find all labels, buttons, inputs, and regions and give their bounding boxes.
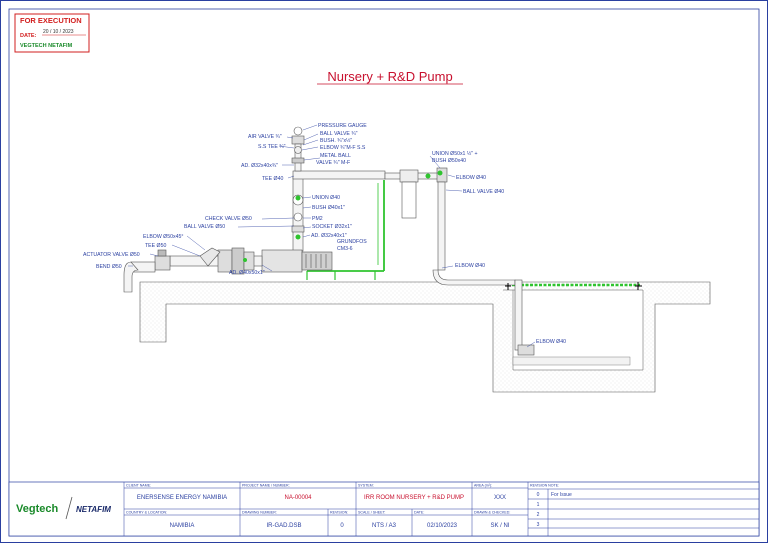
component-labels: PRESSURE GAUGE AIR VALVE ¾" BALL VALVE ¾… (83, 123, 566, 345)
area-label: AREA (m²): (474, 484, 492, 488)
label-elbow-mf: ELBOW ¾"M-F S.S (320, 145, 366, 151)
drawing-title: Nursery + R&D Pump (327, 69, 452, 84)
date-value: 02/10/2023 (427, 523, 458, 529)
label-check-valve: CHECK VALVE Ø50 (205, 216, 252, 222)
date-label: DATE: (414, 511, 424, 515)
stamp-date-label: DATE: (20, 33, 37, 39)
revision-no-3: 3 (537, 522, 540, 528)
execution-stamp: FOR EXECUTION DATE: 20 / 10 / 2023 VEGTE… (14, 13, 90, 53)
top-header-pipe (292, 170, 386, 180)
logo-divider (65, 496, 73, 520)
label-bend: BEND Ø50 (96, 264, 122, 270)
inner-border (8, 8, 760, 537)
revision-note-label: REVISION NOTE: (530, 484, 559, 488)
label-valve-mf: VALVE ¾" M-F (316, 160, 350, 166)
revision-label: REVISION: (330, 511, 348, 515)
label-elbow-40-top: ELBOW Ø40 (456, 175, 486, 181)
label-grundfos: GRUNDFOS (337, 239, 367, 245)
label-elbow-40-low: ELBOW Ø40 (536, 339, 566, 345)
label-ball-valve-small: BALL VALVE ¾" (320, 131, 358, 137)
label-pressure-gauge: PRESSURE GAUGE (318, 123, 367, 129)
label-ad-32: AD. Ø32x40x¾" (241, 163, 278, 169)
label-bush-40: BUSH Ø40x1" (312, 205, 345, 211)
stamp-company: VEGTECH NETAFIM (20, 43, 73, 49)
client-name: ENERSENSE ENERGY NAMIBIA (137, 495, 227, 501)
trench (503, 289, 644, 371)
pipework (123, 126, 535, 356)
label-tee-40: TEE Ø40 (262, 176, 283, 182)
logo-netafim: NETAFIM (76, 505, 111, 514)
scale-label: SCALE / SHEET: (358, 511, 386, 515)
green-fittings (243, 170, 443, 262)
label-elbow-50-45: ELBOW Ø50x45° (143, 234, 183, 240)
label-union-40: UNION Ø40 (312, 195, 340, 201)
filter-body (401, 181, 417, 219)
revision-no-1: 1 (537, 502, 540, 508)
label-ball-valve-50: BALL VALVE Ø50 (184, 224, 225, 230)
revision-no-0: 0 (537, 492, 540, 498)
down-pipe (437, 181, 446, 271)
trench-floor (512, 356, 631, 366)
endcaps (505, 282, 642, 290)
label-pm2: PM2 (312, 216, 323, 222)
pump-motor (301, 251, 333, 271)
label-ss-tee: S.S TEE ¾" (258, 144, 286, 150)
drawing-number: IR-GAD.DSB (266, 523, 301, 529)
project-number: NA-00004 (284, 495, 312, 501)
label-union-50: UNION Ø50x1 ½" + (432, 150, 478, 157)
revision-no-2: 2 (537, 512, 540, 518)
drawn-label: DRAWN & CHECKED: (474, 511, 510, 515)
drawing-number-label: DRAWING NUMBER: (242, 511, 277, 515)
drawn-value: SK / NI (490, 523, 509, 529)
system-value: IRR ROOM NURSERY + R&D PUMP (364, 495, 464, 501)
label-ad-40-50: AD. Ø40x50x1" (229, 270, 265, 276)
label-tee-50: TEE Ø50 (145, 243, 166, 249)
label-cm3: CM3-6 (337, 246, 353, 252)
country-label: COUNTRY & LOCATION: (126, 511, 167, 515)
client-name-label: CLIENT NAME: (126, 484, 151, 488)
stamp-date-value: 20 / 10 / 2023 (43, 29, 74, 35)
leader-lines (128, 124, 536, 348)
label-air-valve: AIR VALVE ¾" (248, 134, 282, 140)
label-socket: SOCKET Ø32x1" (312, 224, 352, 230)
project-label: PROJECT NAME / NUMBER: (242, 484, 290, 488)
scale-value: NTS / A3 (372, 523, 397, 529)
logo-vegtech: Vegtech (16, 503, 58, 515)
green-pipeline (306, 180, 640, 287)
label-bush-50: BUSH Ø50x40 (432, 158, 466, 164)
label-elbow-40-mid: ELBOW Ø40 (455, 263, 485, 269)
area-value: XXX (494, 495, 506, 501)
label-ad-32-40: AD. Ø32x40x1" (311, 233, 347, 239)
country-value: NAMIBIA (170, 523, 195, 529)
label-bush-small: BUSH. ¾"x½" (320, 137, 352, 144)
revision-value: 0 (340, 523, 344, 529)
label-actuator-valve: ACTUATOR VALVE Ø50 (83, 252, 140, 258)
revision-note-0: For Issue (551, 492, 572, 498)
label-metal-ball: METAL BALL (320, 153, 351, 159)
stamp-title: FOR EXECUTION (20, 16, 82, 25)
label-ball-valve-40: BALL VALVE Ø40 (463, 189, 504, 195)
system-label: SYSTEM: (358, 484, 374, 488)
title-block: Vegtech NETAFIM CLIENT NAME: PROJECT NAM… (8, 481, 760, 537)
